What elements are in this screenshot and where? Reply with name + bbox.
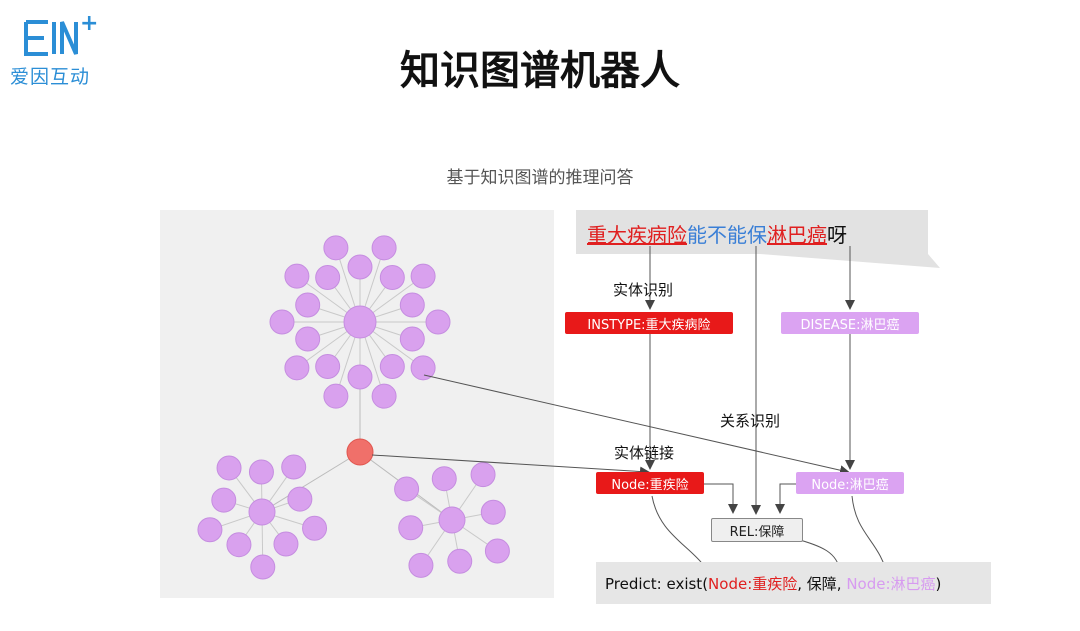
question-middle: 能不能保 [687,223,767,247]
graph-node [323,383,349,409]
box-relation: REL:保障 [711,518,803,542]
question-entity-2: 淋巴癌 [767,223,827,247]
graph-node [371,235,397,261]
graph-hub-node [343,305,377,339]
graph-node [394,476,420,502]
graph-node [284,263,310,289]
graph-node [315,265,341,291]
logo-name: 爱因互动 [10,66,91,88]
graph-node [302,515,328,541]
question-box: 重大疾病险能不能保淋巴癌呀 [576,210,928,254]
graph-node [269,309,295,335]
graph-node [250,554,276,580]
graph-node [379,265,405,291]
box-instype: INSTYPE:重大疾病险 [565,312,733,334]
graph-hub-node [248,498,276,526]
arrow-node1-to-rel [704,483,738,514]
graph-node [410,355,436,381]
graph-node [281,454,307,480]
graph-node [484,538,510,564]
graph-node [371,383,397,409]
question-entity-1: 重大疾病险 [587,223,687,247]
graph-node [447,548,473,574]
graph-node [197,517,223,543]
link-graph-to-node2 [423,374,850,476]
graph-node [399,292,425,318]
graph-visualization [160,210,554,598]
logo-plus: + [80,11,98,36]
box-disease: DISEASE:淋巴癌 [781,312,919,334]
graph-node [480,499,506,525]
graph-node [211,487,237,513]
graph-node [398,515,424,541]
graph-svg [197,235,510,580]
logo: + [18,10,108,60]
graph-node [323,235,349,261]
graph-node [410,263,436,289]
graph-node [248,459,274,485]
graph-node [399,326,425,352]
graph-node [226,532,252,558]
graph-node [425,309,451,335]
predict-suffix: ) [935,575,942,593]
graph-hub-node [438,506,466,534]
graph-node [347,254,373,280]
graph-node [216,455,242,481]
page-title: 知识图谱机器人 [400,48,680,94]
predict-node-2: Node:淋巴癌 [846,575,936,593]
page-subtitle: 基于知识图谱的推理问答 [446,168,634,188]
box-node-1: Node:重疾险 [596,472,704,494]
graph-edge [261,451,361,513]
predict-node-1: Node:重疾险 [708,575,798,593]
graph-center-node [346,438,374,466]
label-entity-linking: 实体链接 [614,444,675,462]
graph-node [284,355,310,381]
link-graph-to-node1 [371,454,650,477]
graph-node [470,462,496,488]
graph-node [287,486,313,512]
arrow-node2-to-rel [775,483,796,514]
graph-node [379,353,405,379]
label-entity-recognition: 实体识别 [613,281,674,299]
graph-node [295,326,321,352]
graph-node [273,531,299,557]
graph-node [347,364,373,390]
graph-node [431,466,457,492]
logo-mark-icon: + [24,11,98,56]
graph-node [315,353,341,379]
predict-box: Predict: exist(Node:重疾险, 保障, Node:淋巴癌) [596,562,991,604]
predict-prefix: Predict: exist( [605,575,709,593]
box-node-2: Node:淋巴癌 [796,472,904,494]
question-tail: 呀 [827,223,847,247]
graph-node [408,552,434,578]
graph-node [295,292,321,318]
label-relation-recognition: 关系识别 [720,412,781,430]
predict-separator: , 保障, [797,575,847,593]
